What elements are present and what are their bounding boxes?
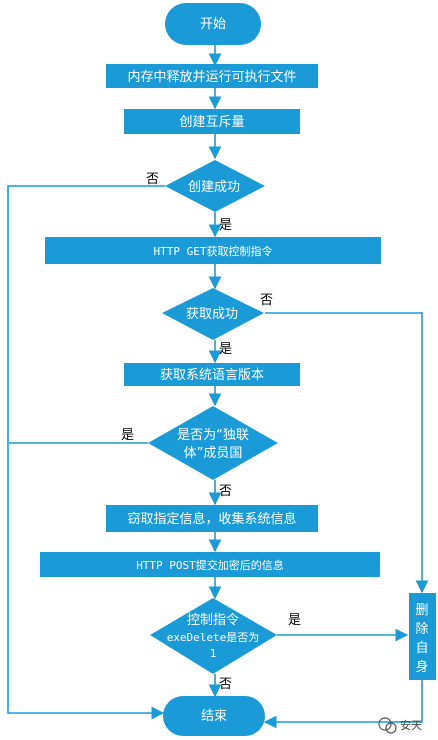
edge-getok-no-delete <box>265 312 429 594</box>
cmd-label-line2: exeDelete是否为 <box>167 631 260 644</box>
edge-label-create-yes: 是 <box>219 218 232 233</box>
node-get-cmd: HTTP GET获取控制指令 <box>45 237 381 264</box>
wechat-icon-bubble <box>385 722 397 734</box>
node-create-ok: 创建成功 <box>165 160 265 212</box>
node-create-mutex: 创建互斥量 <box>124 109 300 134</box>
delete-label-char3: 自 <box>415 641 428 656</box>
cmd-label-line1: 控制指令 <box>187 613 239 628</box>
edge-label-create-no: 否 <box>146 172 159 187</box>
start-label: 开始 <box>200 17 226 32</box>
delete-label-char2: 除 <box>415 622 428 637</box>
node-release-exe: 内存中释放并运行可执行文件 <box>106 64 318 88</box>
delete-label-char4: 身 <box>415 659 428 675</box>
post-info-label: HTTP POST提交加密后的信息 <box>136 558 284 572</box>
node-steal-info: 窃取指定信息，收集系统信息 <box>106 505 318 532</box>
node-delete-self: 删 除 自 身 <box>409 593 436 680</box>
release-exe-label: 内存中释放并运行可执行文件 <box>127 69 296 85</box>
steal-info-label: 窃取指定信息，收集系统信息 <box>127 511 296 527</box>
edge-label-cmd-no: 否 <box>219 677 232 692</box>
connectors <box>7 45 429 729</box>
get-lang-label: 获取系统语言版本 <box>160 368 264 383</box>
cmd-label-line3: 1 <box>210 647 217 660</box>
node-post-info: HTTP POST提交加密后的信息 <box>40 552 380 577</box>
edge-label-cis-yes: 是 <box>121 428 134 443</box>
edge-delete-end <box>263 680 423 729</box>
cis-label-line2: 体”成员国 <box>184 446 243 461</box>
edge-createok-no-end <box>7 185 165 720</box>
node-get-lang: 获取系统语言版本 <box>124 363 300 386</box>
node-cis: 是否为“独联 体”成员国 <box>148 406 278 480</box>
create-ok-label: 创建成功 <box>188 180 240 195</box>
edge-labels: 否 是 否 是 是 否 是 否 <box>121 172 301 692</box>
node-cmd-check: 控制指令 exeDelete是否为 1 <box>150 598 277 674</box>
node-end: 结束 <box>163 696 265 736</box>
watermark: 安天 <box>378 717 422 734</box>
delete-label-char1: 删 <box>415 603 428 618</box>
end-label: 结束 <box>201 709 227 724</box>
edge-label-cis-no: 否 <box>219 484 232 499</box>
cis-label-line1: 是否为“独联 <box>177 428 249 443</box>
edge-label-get-no: 否 <box>260 293 273 308</box>
edge-label-cmd-yes: 是 <box>288 613 301 628</box>
get-cmd-label: HTTP GET获取控制指令 <box>154 244 273 258</box>
node-start: 开始 <box>165 3 261 45</box>
edge-label-get-yes: 是 <box>219 342 232 357</box>
create-mutex-label: 创建互斥量 <box>179 115 244 130</box>
get-ok-label: 获取成功 <box>186 307 238 322</box>
watermark-text: 安天 <box>400 718 422 732</box>
wechat-icon <box>378 717 392 731</box>
node-get-ok: 获取成功 <box>162 288 264 340</box>
